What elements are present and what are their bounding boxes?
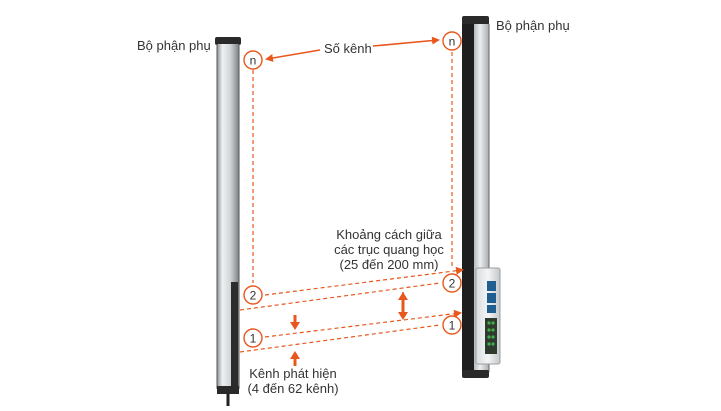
left-emitter-cap-bottom xyxy=(217,386,239,394)
sub-unit-right-label: Bộ phận phụ xyxy=(496,18,570,33)
arrow-to-right-n xyxy=(372,36,440,47)
left-emitter-lens-window xyxy=(231,282,238,388)
indicator-1 xyxy=(487,281,496,291)
marker-left-1: 1 xyxy=(243,328,263,348)
pitch-arrow-up xyxy=(398,292,408,300)
pitch-arrows xyxy=(290,292,408,366)
channel-number-label: Số kênh xyxy=(324,41,372,56)
detect-line-2: (4 đến 62 kênh) xyxy=(247,381,339,396)
right-receiver-cap-bottom xyxy=(462,370,489,378)
marker-left-n-text: n xyxy=(250,54,257,68)
marker-right-n-text: n xyxy=(449,35,456,49)
pitch-line-3: (25 đến 200 mm) xyxy=(339,257,439,272)
marker-right-2-text: 2 xyxy=(449,277,456,291)
marker-left-1-text: 1 xyxy=(250,332,257,346)
marker-right-1-text: 1 xyxy=(449,319,456,333)
detect-line-1: Kênh phát hiện xyxy=(249,366,337,381)
detection-channels-label: Kênh phát hiện (4 đến 62 kênh) xyxy=(238,366,348,396)
right-receiver-control-box xyxy=(475,267,501,365)
marker-right-n: n xyxy=(442,31,462,51)
detect-arrow-up xyxy=(290,351,300,359)
pitch-arrow-down xyxy=(398,312,408,320)
left-emitter xyxy=(215,37,241,406)
right-receiver-dark-side xyxy=(462,24,474,372)
beam-1-upper xyxy=(264,309,462,338)
beam-2-lower xyxy=(239,282,441,311)
pitch-line-2: các trục quang học xyxy=(334,242,444,257)
indicator-2 xyxy=(487,293,496,303)
marker-right-1: 1 xyxy=(442,315,462,335)
right-receiver xyxy=(462,16,501,378)
left-emitter-cap-top xyxy=(215,37,241,45)
indicator-3 xyxy=(487,305,496,313)
marker-left-2-text: 2 xyxy=(250,289,257,303)
optical-axes xyxy=(239,52,464,353)
beam-2-upper xyxy=(264,266,464,296)
marker-left-n: n xyxy=(243,50,263,70)
optical-axis-pitch-label: Khoảng cách giữa các trục quang học (25 … xyxy=(324,227,454,272)
beam-1-lower xyxy=(239,324,441,353)
right-receiver-cap-top xyxy=(462,16,489,25)
sub-unit-left-label: Bộ phận phụ xyxy=(137,38,211,53)
pitch-line-1: Khoảng cách giữa xyxy=(336,227,442,242)
terminal-block xyxy=(485,318,497,354)
detect-arrow-down xyxy=(290,322,300,330)
marker-right-2: 2 xyxy=(442,273,462,293)
marker-left-2: 2 xyxy=(243,285,263,305)
arrow-to-left-n xyxy=(265,49,321,62)
